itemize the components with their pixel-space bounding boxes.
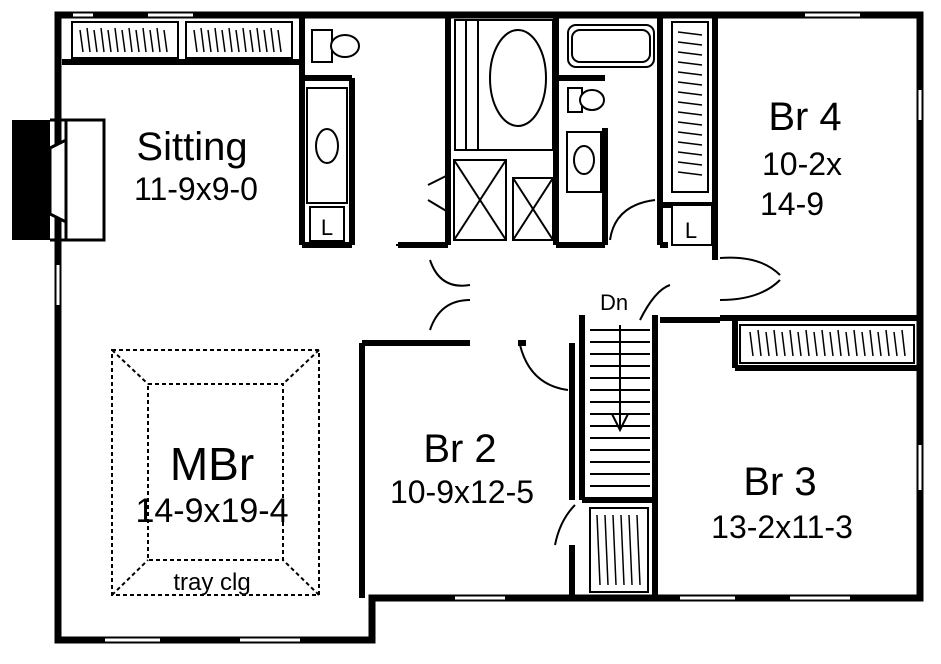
toilet-bowl-icon <box>330 34 360 58</box>
room-size-br4-line2: 14-9 <box>760 186 824 222</box>
staircase <box>590 325 650 487</box>
linen-closet-br4 <box>671 204 713 246</box>
hall-sink-icon <box>573 145 595 175</box>
linen-label-br4: L <box>685 218 697 243</box>
bathtub-icon <box>489 29 547 127</box>
hall-bath-fixtures <box>566 24 655 193</box>
room-name-br4: Br 4 <box>768 95 841 139</box>
master-bath-fixtures <box>306 29 360 242</box>
room-size-br4-line1: 10-2x <box>762 146 842 182</box>
closets <box>71 21 915 593</box>
room-name-br2: Br 2 <box>423 427 496 471</box>
toilet-tank-icon <box>311 29 333 63</box>
room-size-br3: 13-2x11-3 <box>711 509 853 545</box>
tray-ceiling <box>111 349 320 596</box>
room-size-master: 14-9x19-4 <box>135 492 288 530</box>
central-bath-fixtures <box>453 19 554 241</box>
hall-toilet-bowl-icon <box>579 89 605 111</box>
room-size-br2: 10-9x12-5 <box>390 474 534 510</box>
room-name-master: MBr <box>170 438 254 490</box>
stairs-label: Dn <box>600 290 628 315</box>
room-name-sitting: Sitting <box>136 125 247 169</box>
room-size-sitting: 11-9x9-0 <box>134 171 258 207</box>
exterior-walls <box>54 11 924 644</box>
linen-label-master: L <box>321 215 333 240</box>
closet-hatching <box>79 27 906 586</box>
windows <box>56 13 922 642</box>
sink-icon <box>315 128 339 164</box>
room-note-master: tray clg <box>173 569 250 596</box>
fireplace-icon <box>12 118 106 242</box>
room-name-br3: Br 3 <box>743 460 816 504</box>
door-swings <box>396 174 781 546</box>
linen-closet-icon <box>309 206 345 242</box>
